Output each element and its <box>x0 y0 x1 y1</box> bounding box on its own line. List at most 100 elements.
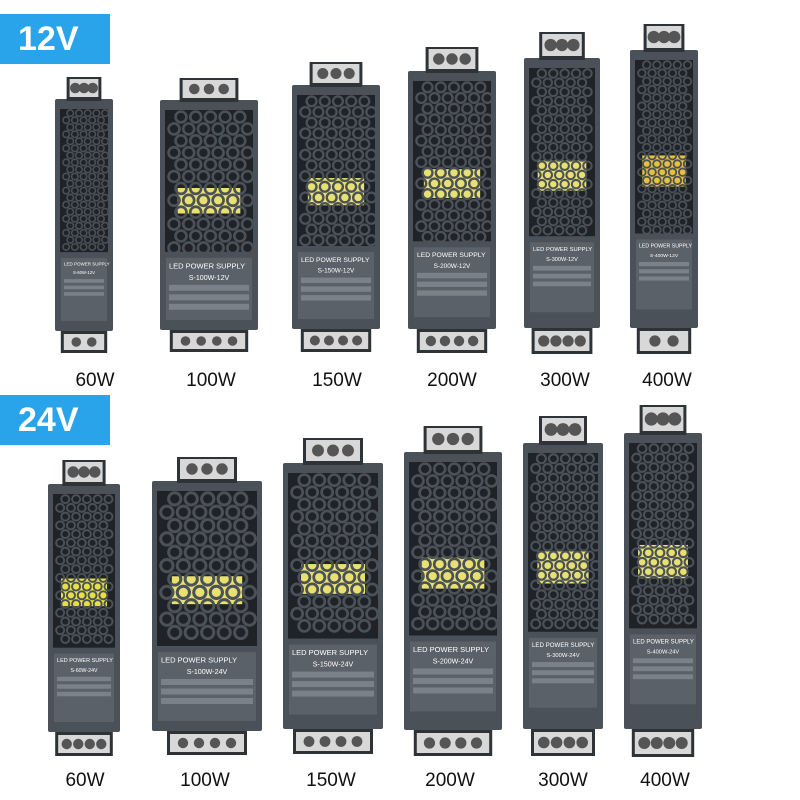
terminal-block-icon <box>539 416 587 445</box>
ventilation-grille <box>413 81 494 243</box>
psu-illustration: LED POWER SUPPLY S-60W-24V <box>48 460 120 756</box>
ventilation-grille <box>297 95 378 247</box>
label-title: LED POWER SUPPLY <box>532 642 594 649</box>
psu-image: LED POWER SUPPLY S-300W-12V <box>524 30 600 356</box>
psu-illustration: LED POWER SUPPLY S-300W-24V <box>523 416 603 756</box>
terminal-block-icon <box>531 729 595 756</box>
wattage-label: 300W <box>538 770 588 791</box>
psu-illustration: LED POWER SUPPLY S-150W-12V <box>292 62 380 352</box>
label-model: S-400W-24V <box>647 649 680 655</box>
label-title: LED POWER SUPPLY <box>533 247 592 253</box>
terminal-block-icon <box>531 328 593 354</box>
label-title: LED POWER SUPPLY <box>413 645 489 654</box>
label-title: LED POWER SUPPLY <box>417 252 486 259</box>
label-model: S-200W-24V <box>433 657 474 665</box>
label-model: S-150W-24V <box>313 661 354 669</box>
terminal-block-icon <box>643 24 685 52</box>
voltage-badge-12v: 12V <box>0 14 110 64</box>
wattage-label: 60W <box>75 370 115 391</box>
psu-illustration: LED POWER SUPPLY S-400W-12V <box>630 24 698 354</box>
label-model: S-60W-24V <box>70 668 98 674</box>
wattage-label: 100W <box>186 370 236 391</box>
label-model: S-200W-12V <box>434 263 471 270</box>
terminal-block-icon <box>62 460 106 486</box>
ventilation-grille <box>288 473 380 639</box>
psu-illustration: LED POWER SUPPLY S-150W-24V <box>283 438 383 754</box>
psu-image: LED POWER SUPPLY S-60W-24V <box>48 458 120 758</box>
ventilation-grille <box>528 453 602 632</box>
terminal-block-icon <box>60 331 108 353</box>
label-model: S-100W-24V <box>187 668 228 676</box>
psu-spec-label: LED POWER SUPPLY S-60W-12V <box>61 258 110 321</box>
ventilation-grille <box>629 443 697 629</box>
label-title: LED POWER SUPPLY <box>64 262 110 267</box>
ventilation-grille <box>53 494 115 648</box>
psu-spec-label: LED POWER SUPPLY S-150W-24V <box>289 644 377 715</box>
ventilation-grille <box>165 110 255 255</box>
psu-spec-label: LED POWER SUPPLY S-150W-12V <box>298 252 374 319</box>
psu-image: LED POWER SUPPLY S-150W-12V <box>292 60 380 354</box>
wattage-label: 100W <box>180 770 230 791</box>
terminal-block-icon <box>169 330 249 352</box>
terminal-block-icon <box>636 328 692 354</box>
psu-illustration: LED POWER SUPPLY S-60W-12V <box>55 77 113 353</box>
psu-image: LED POWER SUPPLY S-200W-12V <box>408 45 496 355</box>
psu-spec-label: LED POWER SUPPLY S-400W-12V <box>636 239 692 310</box>
ventilation-grille <box>529 68 595 237</box>
psu-spec-label: LED POWER SUPPLY S-200W-24V <box>410 641 496 712</box>
label-model: S-300W-12V <box>546 257 578 263</box>
terminal-block-icon <box>423 426 483 454</box>
psu-spec-label: LED POWER SUPPLY S-60W-24V <box>54 653 114 722</box>
label-title: LED POWER SUPPLY <box>301 257 370 264</box>
psu-spec-label: LED POWER SUPPLY S-300W-12V <box>530 242 594 313</box>
terminal-block-icon <box>55 732 113 756</box>
terminal-block-icon <box>179 78 239 102</box>
terminal-block-icon <box>425 47 479 73</box>
wattage-label: 300W <box>540 370 590 391</box>
ventilation-grille <box>635 60 693 235</box>
terminal-block-icon <box>293 729 373 754</box>
label-model: S-150W-12V <box>318 268 355 275</box>
terminal-block-icon <box>639 405 687 435</box>
psu-illustration: LED POWER SUPPLY S-300W-12V <box>524 32 600 354</box>
label-model: S-60W-12V <box>73 270 95 275</box>
terminal-block-icon <box>300 329 372 352</box>
label-model: S-300W-24V <box>546 653 579 659</box>
terminal-block-icon <box>416 329 488 353</box>
terminal-block-icon <box>631 729 695 757</box>
wattage-label: 150W <box>312 370 362 391</box>
wattage-label: 400W <box>640 770 690 791</box>
terminal-block-icon <box>309 62 363 87</box>
ventilation-grille <box>157 491 257 646</box>
terminal-block-icon <box>66 77 102 101</box>
ventilation-grille <box>409 462 499 636</box>
terminal-block-icon <box>177 457 237 483</box>
wattage-label: 200W <box>427 370 477 391</box>
psu-image: LED POWER SUPPLY S-300W-24V <box>523 414 603 758</box>
psu-spec-label: LED POWER SUPPLY S-100W-24V <box>158 652 256 721</box>
wattage-label: 60W <box>65 770 105 791</box>
psu-illustration: LED POWER SUPPLY S-100W-24V <box>152 457 262 755</box>
psu-image: LED POWER SUPPLY S-150W-24V <box>283 436 383 756</box>
ventilation-grille <box>60 109 110 253</box>
terminal-block-icon <box>413 730 493 756</box>
terminal-block-icon <box>303 438 363 465</box>
label-title: LED POWER SUPPLY <box>292 648 368 657</box>
terminal-block-icon <box>539 32 585 60</box>
label-title: LED POWER SUPPLY <box>57 658 113 664</box>
psu-spec-label: LED POWER SUPPLY S-200W-12V <box>414 247 490 318</box>
psu-image: LED POWER SUPPLY S-400W-12V <box>630 22 698 356</box>
label-title: LED POWER SUPPLY <box>639 244 692 250</box>
label-title: LED POWER SUPPLY <box>161 656 237 665</box>
psu-image: LED POWER SUPPLY S-200W-24V <box>404 424 502 758</box>
wattage-label: 150W <box>306 770 356 791</box>
label-title: LED POWER SUPPLY <box>169 261 245 270</box>
wattage-label: 200W <box>425 770 475 791</box>
label-model: S-400W-12V <box>650 253 679 259</box>
wattage-label: 400W <box>642 370 692 391</box>
